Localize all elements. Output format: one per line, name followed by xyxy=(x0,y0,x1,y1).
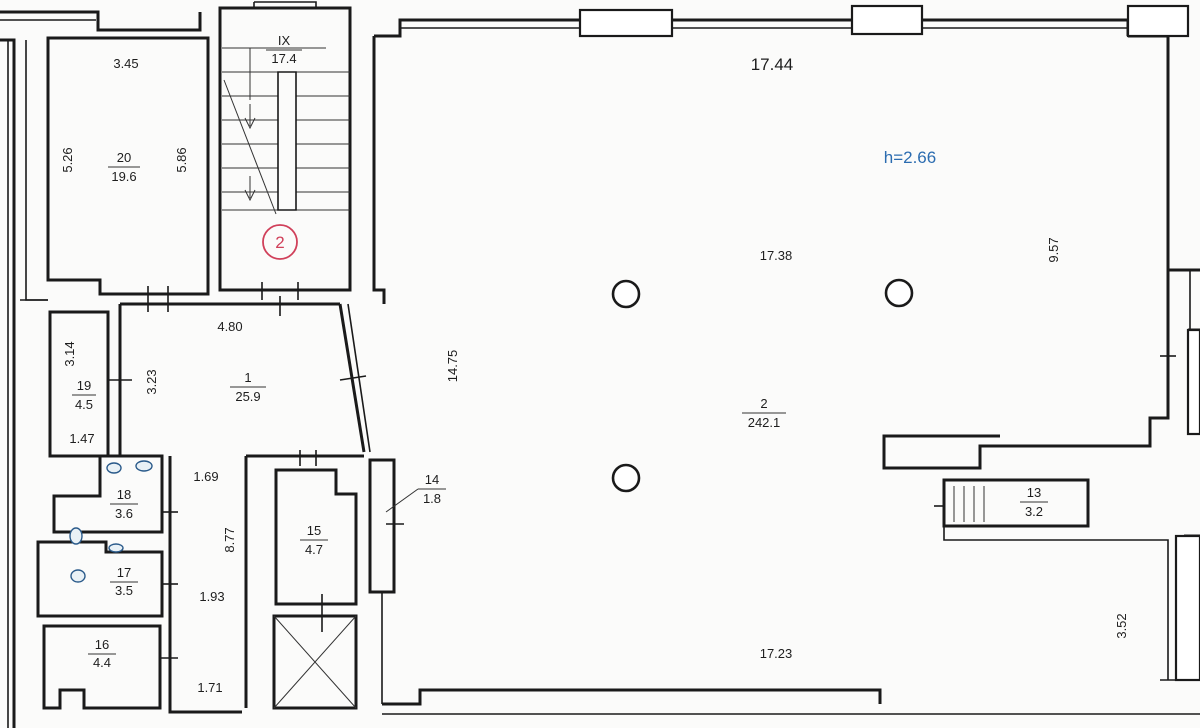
toilet-icon xyxy=(106,462,122,474)
column-marker xyxy=(611,279,641,309)
room-18-number: 18 xyxy=(117,487,131,502)
room-17-number: 17 xyxy=(117,565,131,580)
dim-r19-height: 3.14 xyxy=(62,341,77,366)
room-2-number: 2 xyxy=(760,396,767,411)
dim-corridor-length: 8.77 xyxy=(222,527,237,552)
room-20-number: 20 xyxy=(117,150,131,165)
dim-right-side: 9.57 xyxy=(1046,237,1061,262)
dim-top-length: 17.44 xyxy=(751,55,794,74)
room-13-area: 3.2 xyxy=(1025,504,1043,519)
columns xyxy=(611,278,914,493)
dim-r20-top: 3.45 xyxy=(113,56,138,71)
dim-bottom-length: 17.23 xyxy=(760,646,793,661)
stairwell-stamp-number: 2 xyxy=(275,233,284,252)
dim-r20-right: 5.86 xyxy=(174,147,189,172)
dim-r1-width: 4.80 xyxy=(217,319,242,334)
stairwell-area: 17.4 xyxy=(271,51,296,66)
column-marker xyxy=(611,463,641,493)
room-1-area: 25.9 xyxy=(235,389,260,404)
sanitary-fixtures xyxy=(69,460,153,583)
dim-hall-depth: 14.75 xyxy=(445,350,460,383)
room-14-number: 14 xyxy=(425,472,439,487)
windows xyxy=(578,4,1200,682)
room-2-area: 242.1 xyxy=(748,415,781,430)
room-15-area: 4.7 xyxy=(305,542,323,557)
dim-corridor-w1: 1.69 xyxy=(193,469,218,484)
room-17-area: 3.5 xyxy=(115,583,133,598)
room-15-number: 15 xyxy=(307,523,321,538)
room-16-number: 16 xyxy=(95,637,109,652)
room-13-number: 13 xyxy=(1027,485,1041,500)
dim-hall-inner: 17.38 xyxy=(760,248,793,263)
dim-corridor-w3: 1.71 xyxy=(197,680,222,695)
dim-r1-depth: 3.23 xyxy=(144,369,159,394)
toilet-icon xyxy=(70,569,86,583)
dim-r19-width: 1.47 xyxy=(69,431,94,446)
column-marker xyxy=(884,278,914,308)
room-16-area: 4.4 xyxy=(93,655,111,670)
room-20-area: 19.6 xyxy=(111,169,136,184)
room-18-area: 3.6 xyxy=(115,506,133,521)
sink-icon xyxy=(108,543,124,553)
dim-right-lower: 3.52 xyxy=(1114,613,1129,638)
stair-13-lines xyxy=(953,486,985,522)
room-19-number: 19 xyxy=(77,378,91,393)
ceiling-height-label: h=2.66 xyxy=(884,148,936,167)
toilet-icon xyxy=(69,527,83,545)
door-marks xyxy=(108,282,1176,659)
dim-r20-left: 5.26 xyxy=(60,147,75,172)
room-labels: 20 19.6 1 25.9 19 4.5 18 3.6 17 3.5 16 4… xyxy=(72,150,1048,670)
dimension-labels: 17.44 17.38 9.57 14.75 17.23 3.52 3.45 5… xyxy=(60,55,1129,695)
stairwell-stamp-circle xyxy=(262,224,298,260)
room-14-area: 1.8 xyxy=(423,491,441,506)
stairwell-number: IX xyxy=(278,33,291,48)
staircase-lines xyxy=(222,47,350,215)
dim-corridor-w2: 1.93 xyxy=(199,589,224,604)
room-19-area: 4.5 xyxy=(75,397,93,412)
room-1-number: 1 xyxy=(244,370,251,385)
sink-icon xyxy=(135,460,153,472)
